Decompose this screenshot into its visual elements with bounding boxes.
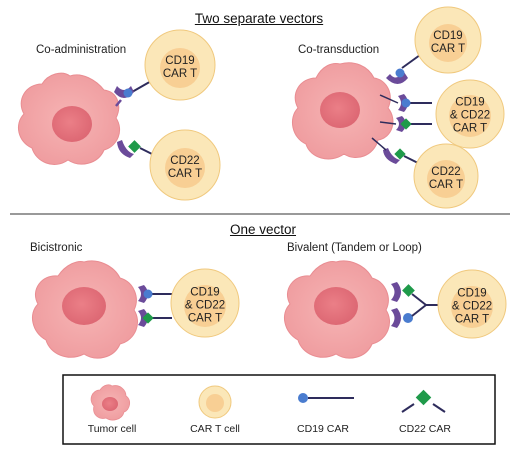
legend-tumor-icon — [90, 384, 130, 421]
legend-box — [62, 374, 496, 445]
cd19-car-t-label: CD19 CAR T — [162, 55, 198, 80]
dual-car-t-label: CD19 & CD22 CAR T — [449, 96, 491, 135]
legend-label-cart: CAR T cell — [190, 423, 240, 435]
cd19-car-binding — [398, 94, 432, 112]
cd19-car-t-cell — [144, 29, 216, 101]
cd22-car-t-label: CD22 CAR T — [167, 155, 203, 180]
cd22-car-binding — [138, 309, 172, 327]
cd19-car-t-label: CD19 CAR T — [430, 30, 466, 55]
tumor-cell — [291, 62, 394, 160]
cd19-car-binding — [138, 285, 172, 303]
cd22-car-binding — [383, 148, 421, 165]
dual-car-t-cell — [435, 79, 505, 149]
section-header-one-vector: One vector — [229, 222, 297, 237]
panel-title-bivalent: Bivalent (Tandem or Loop) — [287, 242, 422, 254]
cd19-car-t-cell — [414, 6, 482, 74]
tumor-cell — [283, 260, 390, 359]
panel-title-bicistronic: Bicistronic — [30, 242, 83, 254]
panel-cotransduction — [291, 6, 505, 209]
dual-car-t-label: CD19 & CD22 CAR T — [184, 286, 226, 325]
dual-car-t-cell — [170, 268, 240, 338]
cd22-car-t-label: CD22 CAR T — [428, 166, 464, 191]
panel-coadministration — [17, 29, 221, 201]
legend-label-tumor: Tumor cell — [87, 423, 137, 435]
cd22-car-t-cell — [149, 129, 221, 201]
legend-label-cd22: CD22 CAR — [399, 423, 451, 435]
cd22-car-t-cell — [413, 143, 479, 209]
cd19-car-binding — [386, 54, 421, 84]
dual-car-t-cell — [437, 269, 507, 339]
panel-bivalent — [283, 260, 507, 359]
tumor-cell — [17, 72, 120, 165]
legend-cart-icon — [198, 385, 232, 419]
dual-car-t-label: CD19 & CD22 CAR T — [451, 287, 493, 326]
cd22-car-binding — [396, 116, 432, 132]
panel-title-cotransduction: Co-transduction — [298, 44, 380, 56]
tumor-cell — [31, 260, 138, 359]
panel-title-coadministration: Co-administration — [36, 44, 127, 56]
legend-label-cd19: CD19 CAR — [297, 423, 349, 435]
panel-bicistronic — [31, 260, 240, 359]
section-header-two-vectors: Two separate vectors — [194, 11, 324, 26]
bivalent-car-binding — [391, 282, 438, 328]
legend-cd19-car-icon — [298, 393, 354, 403]
